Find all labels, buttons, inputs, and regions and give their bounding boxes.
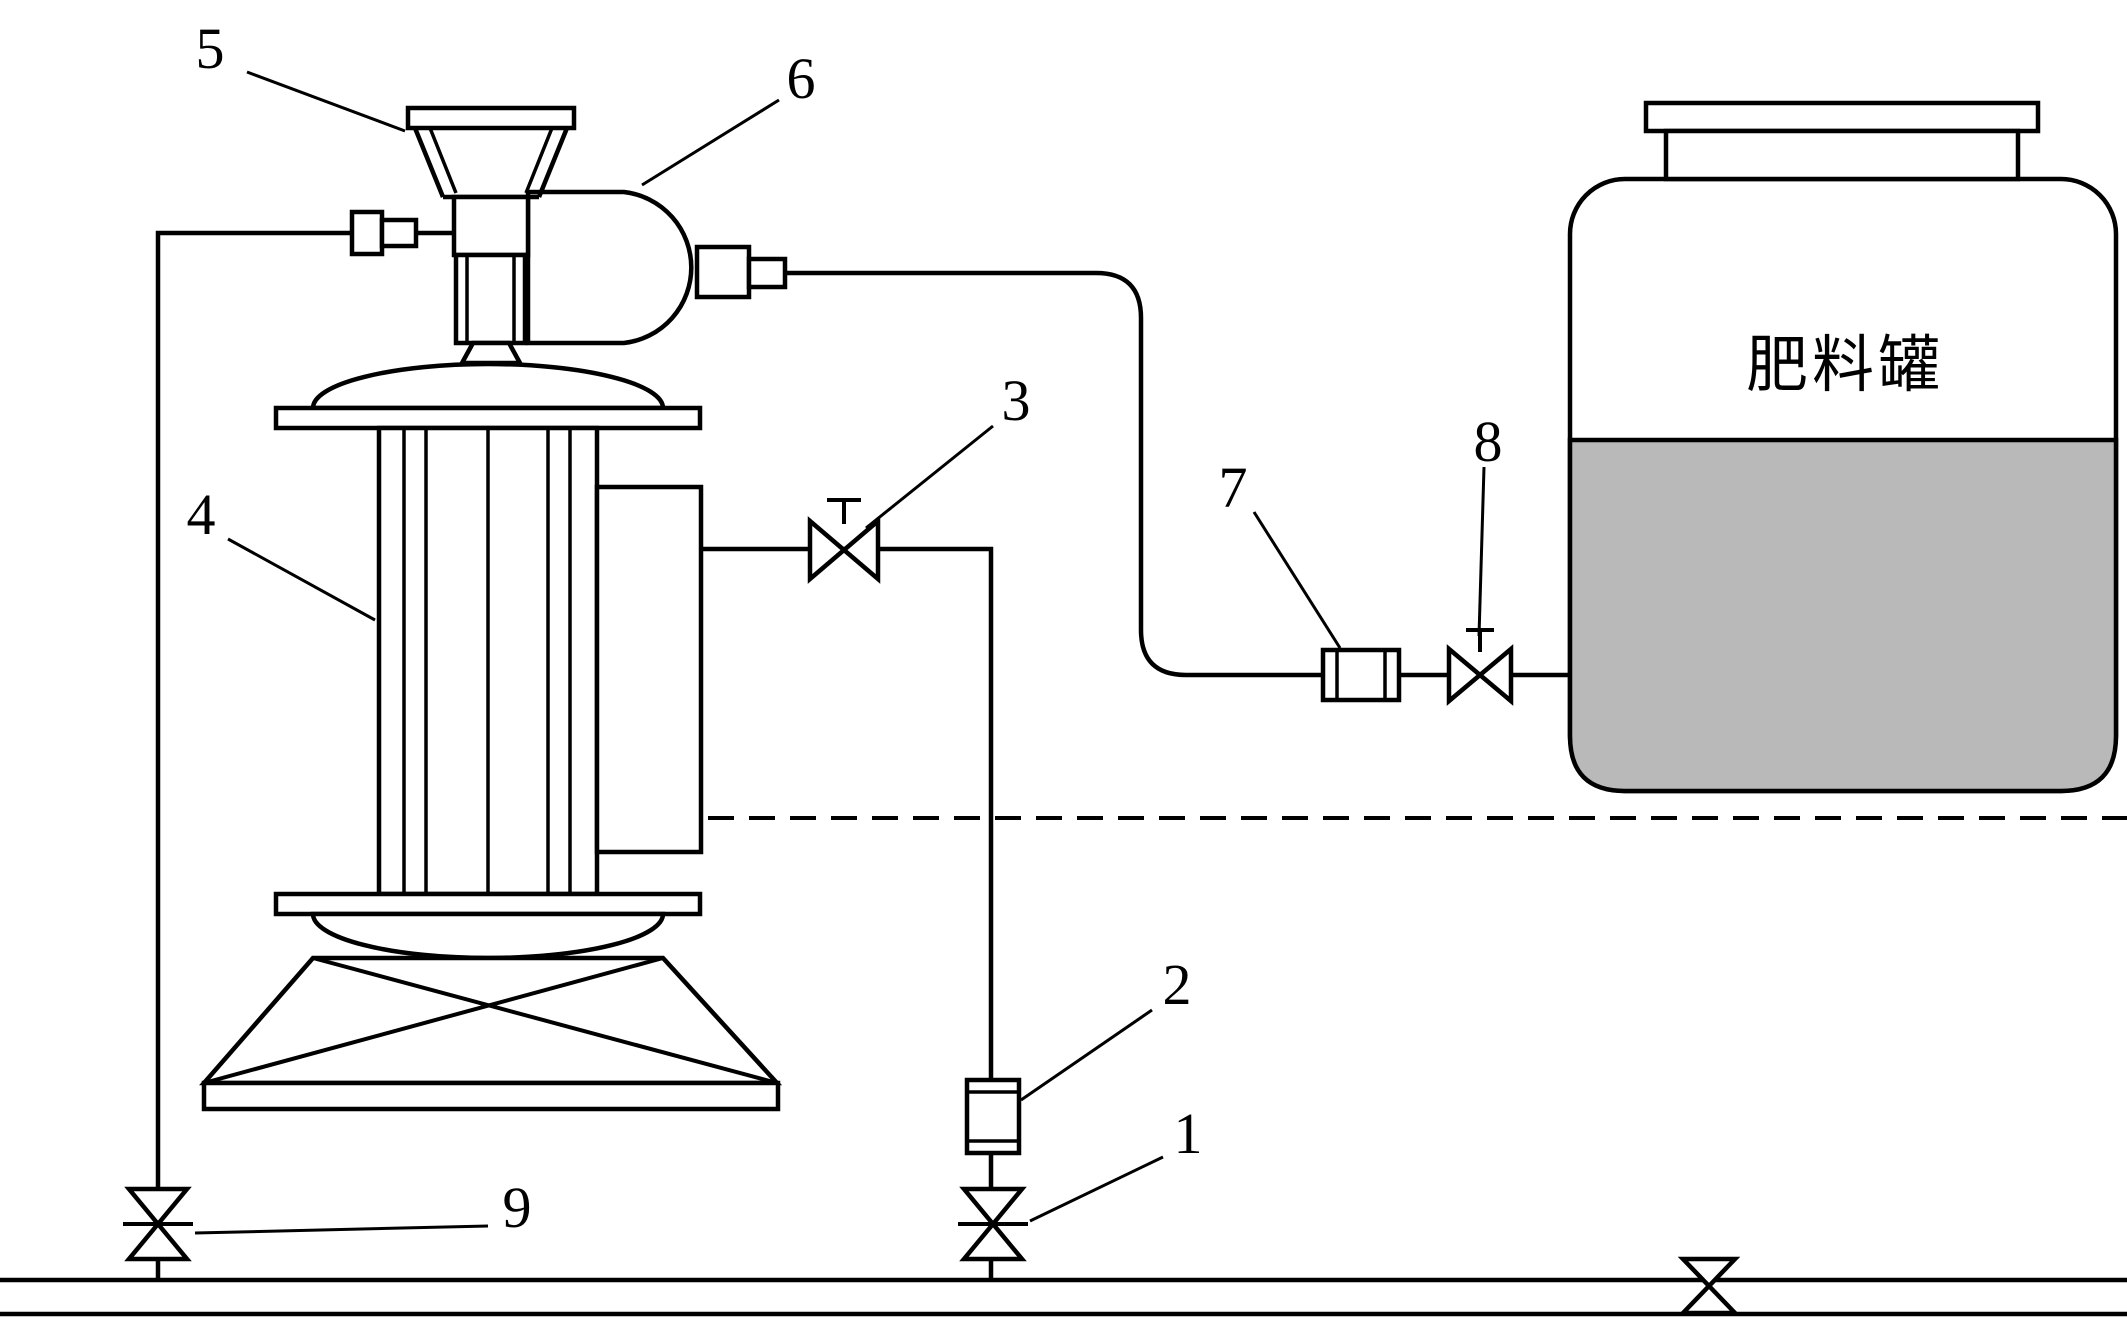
label-8: 8 — [1474, 409, 1503, 474]
leader-2 — [1020, 1008, 1153, 1102]
leader-6 — [641, 98, 780, 187]
pump-base-plate — [201, 1080, 781, 1112]
check-device-2 — [964, 1077, 1022, 1156]
motor-outlet-fitting — [694, 244, 752, 300]
valve-1 — [958, 1186, 1028, 1262]
label-2: 2 — [1163, 952, 1192, 1017]
pump-base-skirt — [199, 955, 783, 1086]
pump-top-flange — [273, 405, 703, 431]
valve-9 — [123, 1186, 193, 1262]
pump-side-block — [594, 484, 704, 855]
motor-capsule — [525, 189, 694, 346]
leader-9 — [194, 1224, 489, 1235]
fertilizer-tank: 肥料罐 — [1567, 100, 2119, 794]
left-inlet-fitting — [349, 209, 385, 257]
valves — [123, 498, 1741, 1316]
leader-7 — [1252, 511, 1342, 649]
left-inlet-stub — [379, 217, 419, 249]
label-1: 1 — [1174, 1101, 1203, 1166]
label-7: 7 — [1219, 455, 1248, 520]
tank-lid-plate — [1643, 100, 2041, 134]
funnel-top-plate — [405, 105, 577, 131]
coupling-7 — [1320, 647, 1402, 703]
pump-bottom-flange — [273, 891, 703, 917]
pump-bottom-dome — [310, 911, 666, 961]
funnel-cup — [412, 127, 570, 200]
main-line-valve — [1677, 1256, 1741, 1316]
label-4: 4 — [187, 482, 216, 547]
pump-column-slats — [402, 428, 572, 894]
funnel-valve-body-lines — [465, 255, 516, 343]
motor-to-tank-pipe — [785, 270, 1570, 678]
leader-3 — [865, 424, 994, 530]
funnel-dome-connector — [458, 340, 524, 366]
funnel-motor-assembly — [349, 105, 788, 366]
label-3: 3 — [1002, 368, 1031, 433]
label-9: 9 — [503, 1175, 532, 1240]
pump-skirt-brace-left — [312, 956, 778, 1085]
leader-4 — [227, 537, 376, 622]
valve-3 — [807, 498, 881, 584]
leader-1 — [1029, 1155, 1164, 1223]
tank-lid-neck — [1663, 128, 2021, 182]
label-5: 5 — [196, 16, 225, 81]
tank-label: 肥料罐 — [1746, 332, 1944, 400]
pump-skirt-brace-right — [203, 956, 664, 1085]
part-labels: 5 6 4 3 7 8 2 1 9 — [187, 16, 1503, 1240]
tank-liquid — [1567, 437, 2119, 794]
label-6: 6 — [787, 46, 816, 111]
leader-5 — [246, 70, 406, 133]
motor-outlet-stub — [746, 256, 788, 290]
pump-column-assembly — [199, 361, 783, 1112]
left-riser-pipe — [155, 230, 352, 1280]
leader-8 — [1477, 466, 1486, 637]
pipes — [0, 230, 2127, 1317]
valve-8 — [1446, 628, 1514, 706]
funnel-neck — [451, 194, 531, 258]
injector-outlet-pipe — [701, 546, 994, 1280]
leader-lines — [194, 70, 1486, 1235]
pump-top-dome — [310, 361, 666, 411]
